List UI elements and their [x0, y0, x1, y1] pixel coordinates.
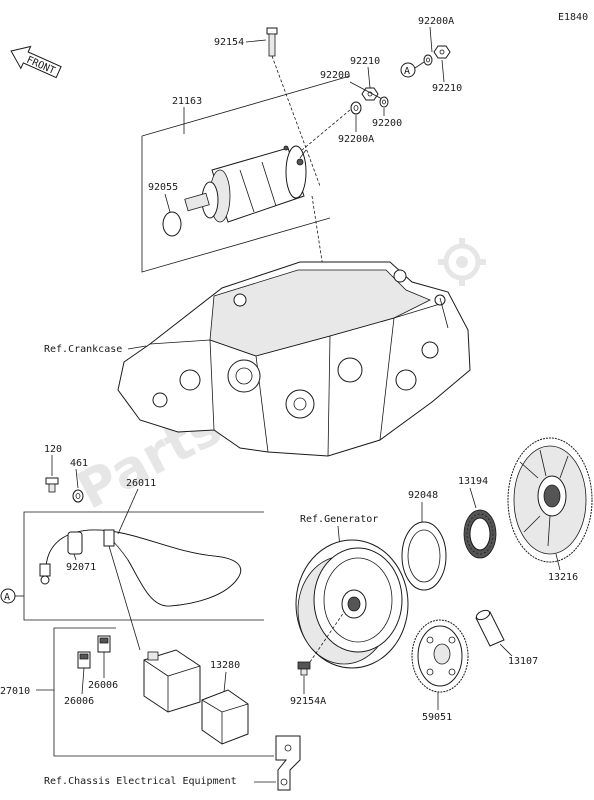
bolt-92154A — [297, 611, 345, 676]
callout-A-left-letter: A — [4, 592, 10, 603]
shaft-13107 — [475, 609, 505, 647]
leader-13216 — [555, 553, 561, 571]
leader-26006-a — [81, 667, 85, 695]
fuse-26006-a — [77, 651, 91, 669]
harness-group-outline — [14, 511, 264, 621]
label-13194: 13194 — [458, 476, 488, 487]
label-13216: 13216 — [548, 572, 578, 583]
crankcase-ref — [117, 261, 471, 457]
label-461: 461 — [70, 458, 88, 469]
ref-crankcase-label: Ref.Crankcase — [44, 344, 122, 355]
relay-group-outline — [36, 627, 274, 757]
leader-13280 — [223, 671, 227, 693]
bolt-92154 — [266, 27, 321, 187]
washer-92200A-lower — [350, 101, 362, 115]
leader-92200A-top — [429, 26, 433, 53]
label-92210-right: 92210 — [432, 83, 462, 94]
callout-A-top: A — [400, 61, 425, 78]
leader-13194 — [469, 487, 477, 509]
label-92154: 92154 — [214, 37, 244, 48]
callout-A-left: A — [0, 588, 16, 604]
relay-cover-13280 — [201, 689, 249, 745]
chassis-bracket-ref — [275, 735, 301, 791]
label-13107: 13107 — [508, 656, 538, 667]
leader-92210-mid — [367, 66, 371, 89]
label-92200A-lower: 92200A — [338, 134, 374, 145]
leader-92200-upper — [349, 81, 383, 100]
nut-92210-top — [433, 45, 451, 59]
label-26011: 26011 — [126, 478, 156, 489]
screw-120 — [45, 477, 59, 493]
leader-92154 — [245, 39, 267, 43]
label-13280: 13280 — [210, 660, 240, 671]
callout-A-top-letter: A — [404, 66, 410, 77]
o-ring-92055 — [162, 211, 182, 237]
label-26006-a: 26006 — [64, 696, 94, 707]
leader-461 — [75, 468, 79, 489]
starter-group-outline — [141, 75, 351, 273]
label-21163: 21163 — [172, 96, 202, 107]
starter-relay — [143, 649, 201, 713]
label-59051: 59051 — [422, 712, 452, 723]
gear-logo-icon — [438, 238, 486, 286]
wire-harness-26011 — [39, 529, 242, 651]
leader-92071 — [73, 553, 77, 561]
washer-92200 — [379, 96, 389, 108]
gasket-92048 — [401, 521, 447, 591]
starter-motor — [184, 145, 329, 301]
label-120: 120 — [44, 444, 62, 455]
rotor-generator — [295, 539, 409, 669]
leader-13107 — [499, 643, 513, 657]
label-92154A: 92154A — [290, 696, 326, 707]
label-92210-mid: 92210 — [350, 56, 380, 67]
washer-92200A-top — [423, 54, 433, 66]
label-92055: 92055 — [148, 182, 178, 193]
label-26006-b: 26006 — [88, 680, 118, 691]
leader-26011 — [117, 488, 139, 535]
washer-461 — [72, 489, 84, 503]
label-27010: 27010 — [0, 686, 30, 697]
nut-92210-mid — [361, 87, 379, 101]
label-92048: 92048 — [408, 490, 438, 501]
ref-chassis-label: Ref.Chassis Electrical Equipment — [44, 776, 237, 787]
label-92071: 92071 — [66, 562, 96, 573]
starter-gear-13216 — [507, 437, 593, 563]
leader-crankcase — [127, 345, 147, 350]
diagram-code: E1840 — [558, 12, 588, 23]
label-92200-lower: 92200 — [372, 118, 402, 129]
leader-92055 — [164, 193, 171, 213]
ref-generator-label: Ref.Generator — [300, 514, 378, 525]
front-arrow-icon: FRONT — [10, 45, 62, 79]
dash-stud — [301, 109, 351, 151]
leader-92210-right — [441, 59, 445, 83]
one-way-clutch-13194 — [463, 509, 497, 559]
idle-gear-59051 — [411, 619, 469, 693]
fuse-26006-b — [97, 635, 111, 653]
label-92200-upper: 92200 — [320, 70, 350, 81]
label-92200A-top: 92200A — [418, 16, 454, 27]
